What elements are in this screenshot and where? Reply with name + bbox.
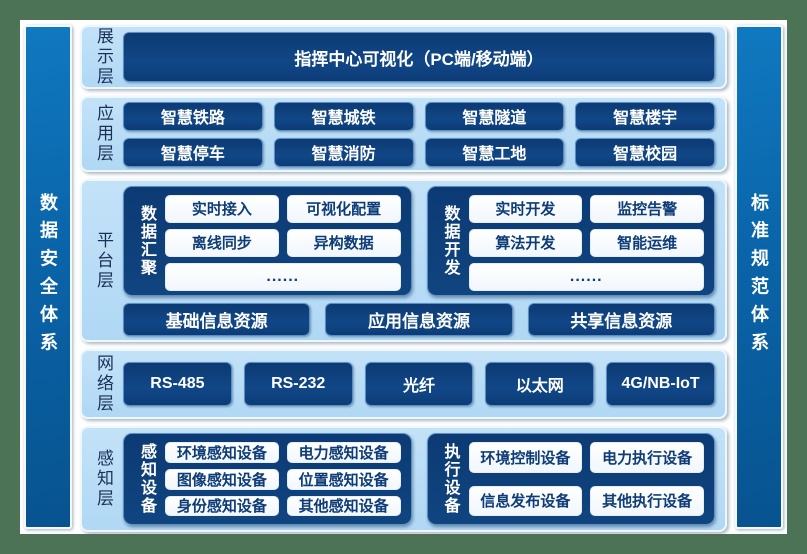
group-label-data-aggregation: 数据汇聚 bbox=[138, 204, 155, 277]
capability-box: 实时开发 bbox=[468, 194, 583, 223]
capability-box: 离线同步 bbox=[165, 228, 279, 257]
device-box: 电力执行设备 bbox=[590, 442, 704, 473]
device-box: 环境感知设备 bbox=[165, 442, 279, 463]
network-box: RS-485 bbox=[123, 362, 232, 407]
layer-panel-application: 应用层 智慧铁路 智慧城铁 智慧隧道 智慧楼宇 智慧停车 智慧消防 智慧工地 智… bbox=[80, 96, 727, 173]
architecture-diagram: 数据安全体系 展示层 指挥中心可视化（PC端/移动端） 应用层 智慧铁路 智慧城… bbox=[20, 20, 787, 534]
device-box: 位置感知设备 bbox=[286, 468, 401, 490]
display-content: 指挥中心可视化（PC端/移动端） bbox=[123, 32, 715, 83]
execution-devices-grid: 环境控制设备 电力执行设备 信息发布设备 其他执行设备 bbox=[468, 442, 704, 517]
capability-box: 实时接入 bbox=[165, 194, 279, 223]
app-box: 智慧铁路 bbox=[123, 101, 263, 131]
device-box: 信息发布设备 bbox=[468, 485, 583, 517]
group-sensing-devices: 感知设备 环境感知设备 电力感知设备 图像感知设备 位置感知设备 身份感知设备 … bbox=[123, 433, 412, 526]
resource-box: 应用信息资源 bbox=[325, 302, 513, 336]
device-box: 身份感知设备 bbox=[165, 495, 279, 517]
layer-stack: 展示层 指挥中心可视化（PC端/移动端） 应用层 智慧铁路 智慧城铁 智慧隧道 … bbox=[80, 25, 727, 533]
pillar-standards-label: 标准规范体系 bbox=[749, 193, 769, 361]
resource-box: 共享信息资源 bbox=[527, 302, 715, 336]
platform-groups: 数据汇聚 实时接入 可视化配置 离线同步 异构数据 ...... 数据开发 实时… bbox=[123, 185, 715, 296]
data-development-grid: 实时开发 监控告警 算法开发 智能运维 ...... bbox=[468, 194, 704, 291]
sensing-devices-grid: 环境感知设备 电力感知设备 图像感知设备 位置感知设备 身份感知设备 其他感知设… bbox=[165, 442, 401, 517]
app-box: 智慧停车 bbox=[123, 137, 263, 167]
group-data-development: 数据开发 实时开发 监控告警 算法开发 智能运维 ...... bbox=[426, 185, 715, 296]
capability-box: 智能运维 bbox=[590, 228, 704, 257]
device-box: 其他感知设备 bbox=[286, 495, 401, 517]
app-box: 智慧消防 bbox=[273, 137, 414, 167]
device-box: 电力感知设备 bbox=[286, 442, 401, 463]
app-box: 智慧工地 bbox=[424, 137, 565, 167]
layer-panel-network: 网络层 RS-485 RS-232 光纤 以太网 4G/NB-IoT bbox=[80, 349, 727, 420]
group-label-sensing-devices: 感知设备 bbox=[138, 443, 155, 516]
more-ellipsis-box: ...... bbox=[165, 262, 401, 291]
group-execution-devices: 执行设备 环境控制设备 电力执行设备 信息发布设备 其他执行设备 bbox=[426, 433, 715, 526]
network-box: 光纤 bbox=[364, 362, 474, 407]
layer-label-network: 网络层 bbox=[94, 354, 113, 415]
platform-resources: 基础信息资源 应用信息资源 共享信息资源 bbox=[123, 302, 715, 336]
network-box: RS-232 bbox=[243, 362, 353, 407]
device-box: 环境控制设备 bbox=[468, 442, 583, 473]
pillar-data-security-label: 数据安全体系 bbox=[38, 193, 58, 361]
layer-label-platform: 平台层 bbox=[94, 230, 113, 291]
device-box: 其他执行设备 bbox=[590, 485, 704, 517]
layer-panel-perception: 感知层 感知设备 环境感知设备 电力感知设备 图像感知设备 位置感知设备 身份感… bbox=[80, 426, 727, 533]
perception-groups: 感知设备 环境感知设备 电力感知设备 图像感知设备 位置感知设备 身份感知设备 … bbox=[123, 433, 715, 526]
more-ellipsis-box: ...... bbox=[468, 262, 704, 291]
capability-box: 算法开发 bbox=[468, 228, 583, 257]
platform-content: 数据汇聚 实时接入 可视化配置 离线同步 异构数据 ...... 数据开发 实时… bbox=[123, 185, 715, 336]
layer-panel-display: 展示层 指挥中心可视化（PC端/移动端） bbox=[80, 25, 727, 90]
layer-panel-platform: 平台层 数据汇聚 实时接入 可视化配置 离线同步 异构数据 ...... bbox=[80, 179, 727, 343]
app-box: 智慧楼宇 bbox=[575, 101, 715, 131]
app-box: 智慧校园 bbox=[575, 137, 715, 167]
layer-label-display: 展示层 bbox=[94, 27, 113, 88]
network-box: 4G/NB-IoT bbox=[606, 362, 715, 407]
application-grid: 智慧铁路 智慧城铁 智慧隧道 智慧楼宇 智慧停车 智慧消防 智慧工地 智慧校园 bbox=[123, 101, 715, 167]
group-label-data-development: 数据开发 bbox=[441, 204, 459, 277]
capability-box: 异构数据 bbox=[286, 228, 401, 257]
pillar-data-security: 数据安全体系 bbox=[24, 25, 72, 529]
group-label-execution-devices: 执行设备 bbox=[441, 443, 459, 516]
resource-box: 基础信息资源 bbox=[123, 302, 311, 336]
network-row: RS-485 RS-232 光纤 以太网 4G/NB-IoT bbox=[123, 362, 715, 407]
capability-box: 可视化配置 bbox=[286, 194, 401, 223]
network-box: 以太网 bbox=[485, 362, 595, 407]
capability-box: 监控告警 bbox=[590, 194, 704, 223]
data-aggregation-grid: 实时接入 可视化配置 离线同步 异构数据 ...... bbox=[165, 194, 401, 291]
command-center-box: 指挥中心可视化（PC端/移动端） bbox=[123, 32, 715, 83]
layer-label-perception: 感知层 bbox=[94, 449, 113, 510]
app-box: 智慧城铁 bbox=[273, 101, 414, 131]
app-box: 智慧隧道 bbox=[424, 101, 565, 131]
device-box: 图像感知设备 bbox=[165, 468, 279, 490]
layer-label-application: 应用层 bbox=[94, 104, 113, 165]
pillar-standards: 标准规范体系 bbox=[735, 25, 783, 529]
group-data-aggregation: 数据汇聚 实时接入 可视化配置 离线同步 异构数据 ...... bbox=[123, 185, 412, 296]
